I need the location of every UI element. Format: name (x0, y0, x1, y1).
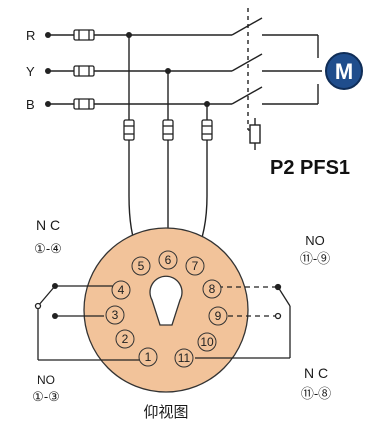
left-no-pins: ①-③ (32, 389, 60, 404)
svg-text:11: 11 (178, 351, 191, 365)
motor: M (325, 52, 363, 90)
right-no-pins: ⑪-⑨ (300, 251, 330, 266)
terminal-dots (45, 32, 210, 319)
right-nc-type: N C (304, 365, 328, 381)
view-caption: 仰视图 (143, 404, 188, 421)
svg-text:3: 3 (112, 308, 119, 322)
right-contact-wiring (195, 283, 291, 359)
phase-label-y: Y (26, 64, 35, 79)
phase-labels: R Y B (26, 28, 35, 112)
svg-text:5: 5 (138, 259, 145, 273)
pin-3: 3 (105, 305, 125, 325)
left-nc-pins: ①-④ (34, 241, 62, 256)
phase-label-r: R (26, 28, 35, 43)
pin-5: 5 (131, 256, 151, 276)
left-no-type: NO (37, 373, 55, 387)
pin-6: 6 (158, 250, 178, 270)
svg-text:9: 9 (215, 309, 222, 323)
left-nc-type: N C (36, 217, 60, 233)
supply-fuses (73, 29, 95, 110)
pin-10: 10 (197, 332, 217, 352)
contactor (231, 8, 322, 131)
svg-text:10: 10 (200, 335, 214, 349)
svg-text:8: 8 (209, 282, 216, 296)
svg-text:2: 2 (122, 332, 129, 346)
motor-circle (325, 52, 363, 90)
pin-1: 1 (138, 347, 158, 367)
left-contact-wiring (34, 285, 140, 361)
right-nc-pins: ⑪-⑧ (301, 386, 331, 401)
pin-8: 8 (202, 279, 222, 299)
svg-text:4: 4 (118, 283, 125, 297)
right-no-type: NO (305, 233, 325, 248)
pin-9: 9 (208, 306, 228, 326)
sensing-fuses (123, 119, 213, 141)
pin-2: 2 (115, 329, 135, 349)
pin-11: 11 (174, 348, 194, 368)
contact-labels: N C ①-④ NO ⑪-⑨ NO ①-③ N C ⑪-⑧ (32, 217, 331, 404)
motor-label: M (335, 59, 353, 84)
model-label: P2 PFS1 (270, 157, 350, 179)
pin-4: 4 (111, 280, 131, 300)
phase-label-b: B (26, 97, 35, 112)
svg-text:6: 6 (165, 253, 172, 267)
svg-text:7: 7 (192, 259, 199, 273)
pins: 1 2 3 4 5 6 7 8 9 10 11 (105, 250, 228, 368)
contactor-coil (249, 118, 261, 150)
center-key (149, 275, 183, 326)
svg-text:1: 1 (145, 350, 152, 364)
pin-7: 7 (185, 256, 205, 276)
